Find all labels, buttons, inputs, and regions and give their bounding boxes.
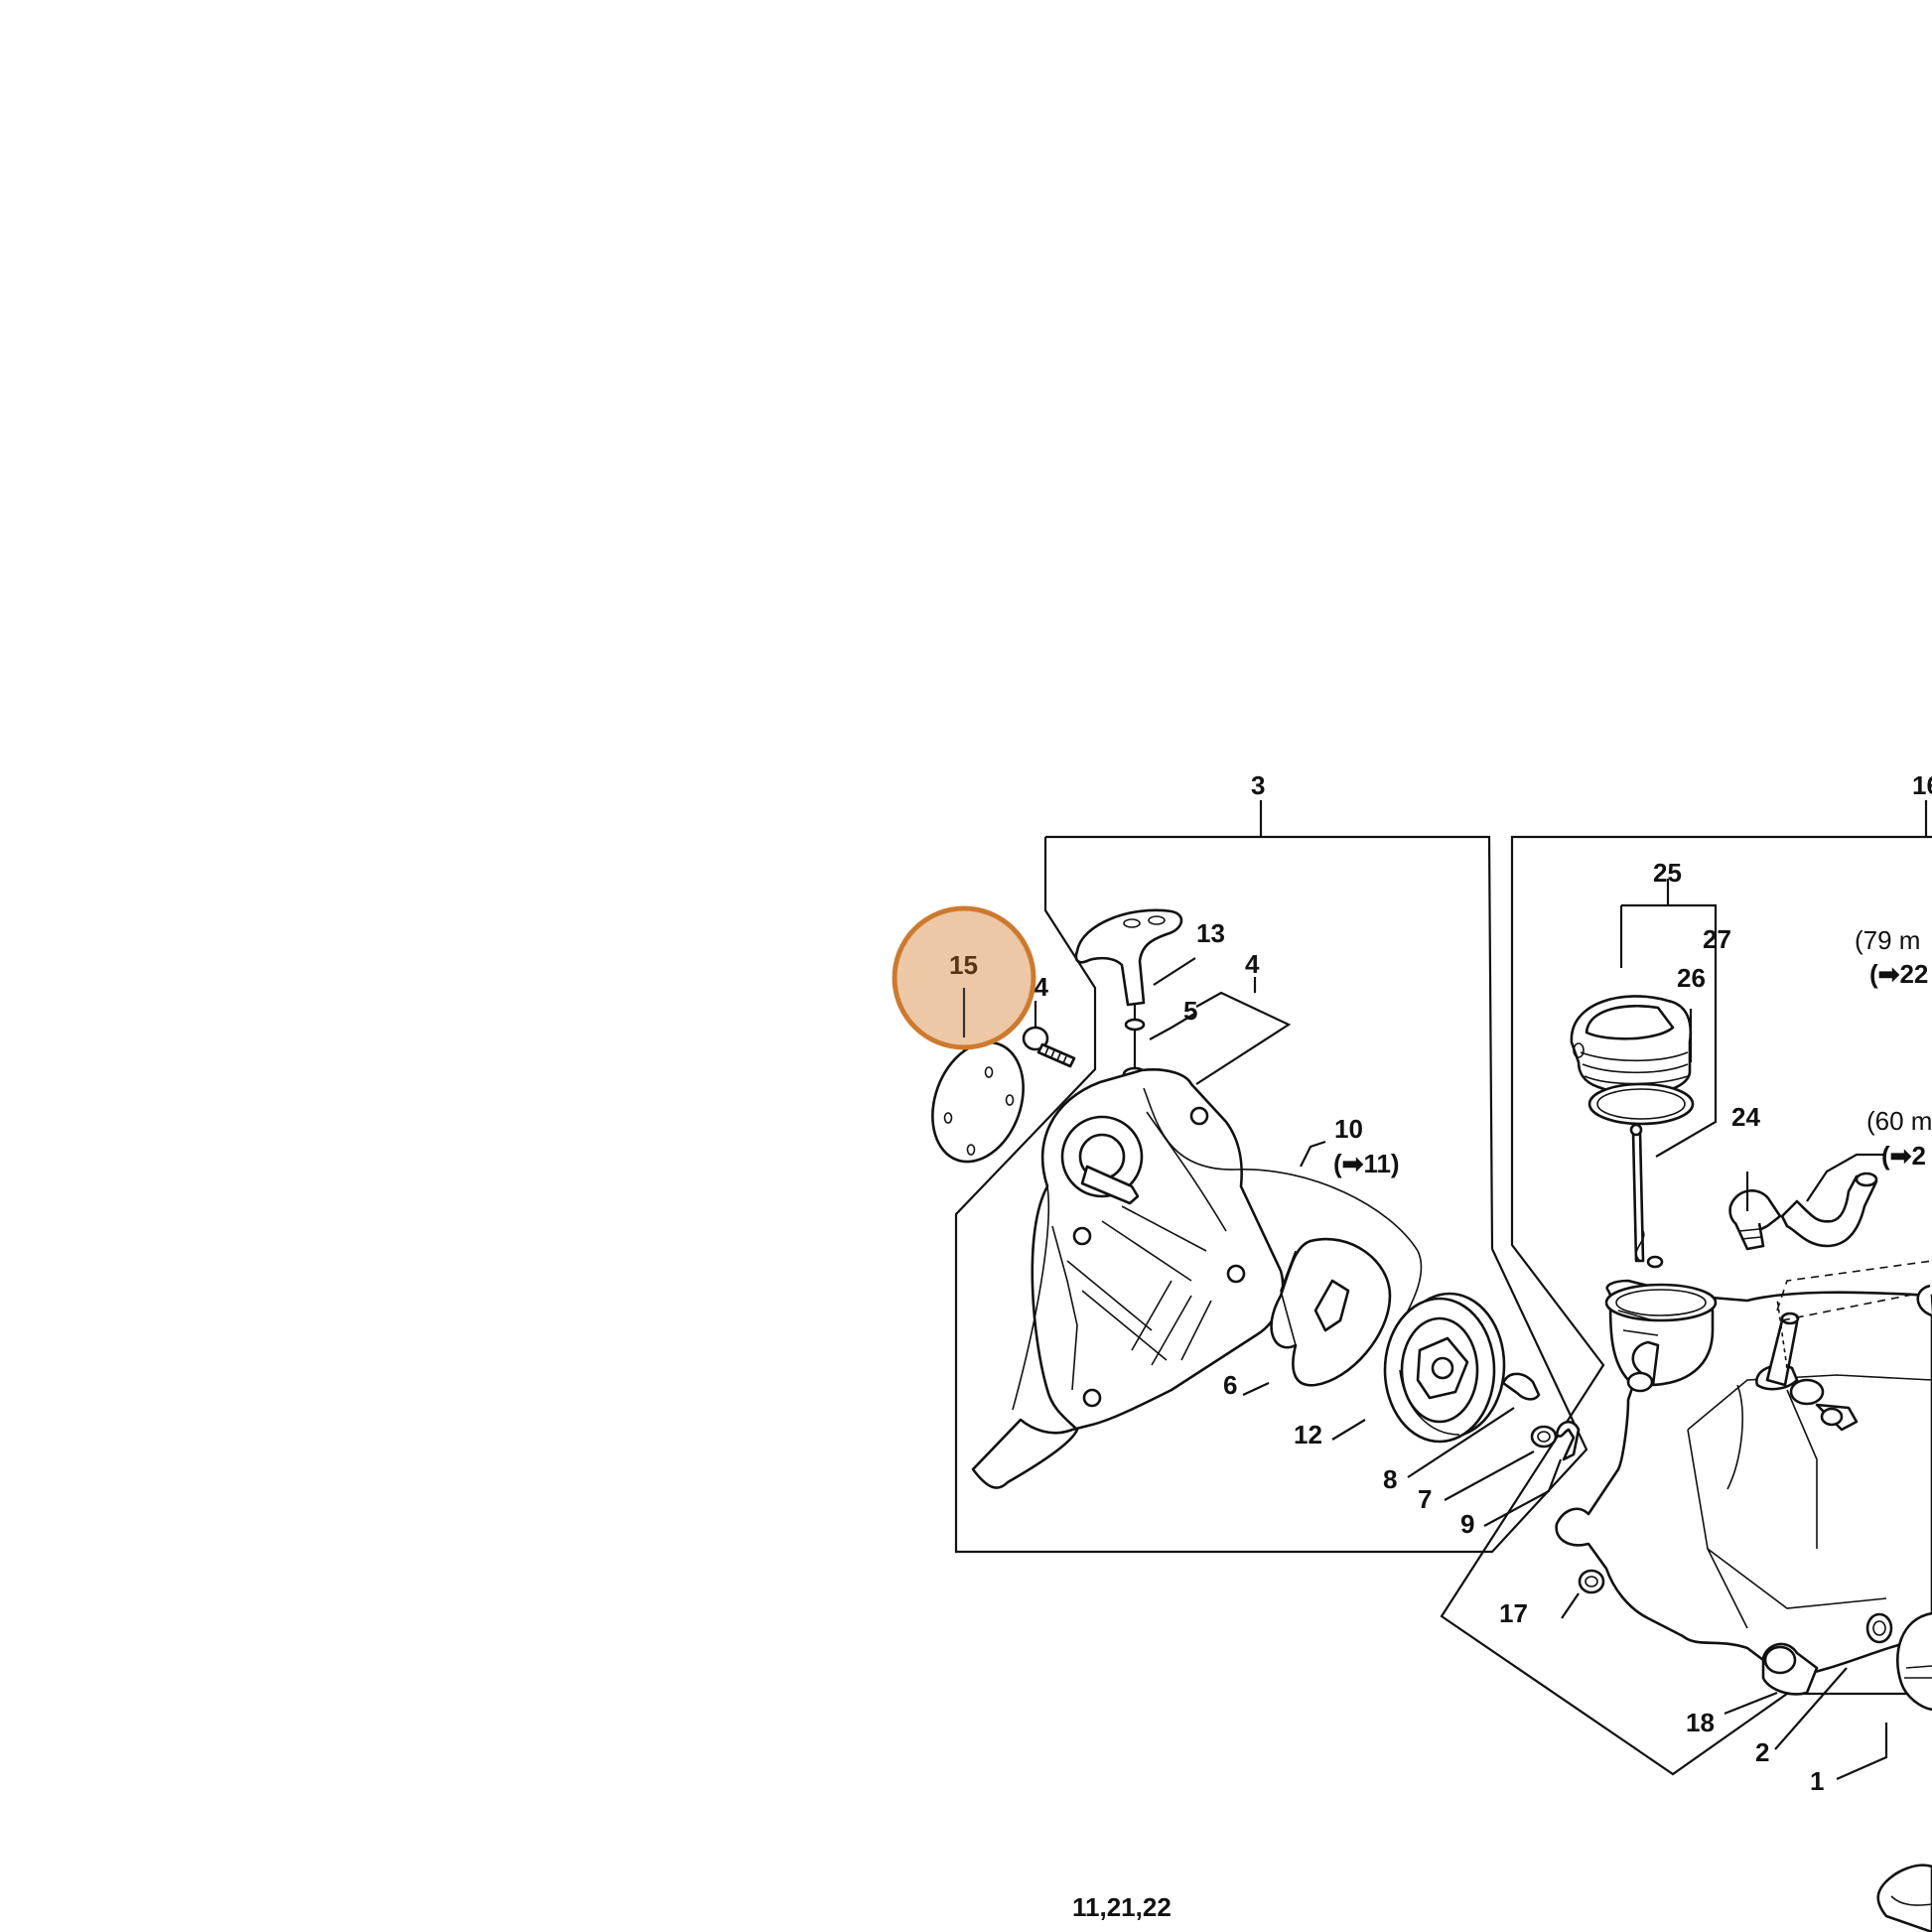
callout-18: 18 — [1686, 1708, 1715, 1737]
part-14-screw — [1022, 1026, 1076, 1068]
callout-11-21-22: 11,21,22 — [1072, 1892, 1172, 1922]
group-frame-16 — [1440, 800, 1932, 1776]
callout-5: 5 — [1183, 996, 1197, 1026]
callout-12: 12 — [1294, 1420, 1322, 1449]
callout-10-ref: (➡11) — [1333, 1149, 1400, 1178]
part-8-pawl — [1501, 1372, 1541, 1401]
callout-16: 16 — [1912, 770, 1932, 800]
callout-60-ref: (➡2 — [1881, 1141, 1926, 1171]
highlight-circle — [892, 905, 1036, 1050]
part-26-o-ring — [1587, 1082, 1695, 1126]
part-25-tank-cap — [1570, 995, 1693, 1096]
callout-4: 4 — [1245, 949, 1260, 979]
callout-10: 10 — [1334, 1114, 1363, 1144]
callout-25: 25 — [1653, 858, 1682, 888]
callout-17: 17 — [1499, 1598, 1528, 1628]
callout-3: 3 — [1251, 770, 1265, 800]
part-13-starter-grip — [1074, 908, 1183, 1082]
callout-27: 27 — [1703, 924, 1731, 954]
part-1-component — [1896, 1611, 1932, 1712]
callout-79: (79 m — [1855, 925, 1920, 955]
part-17-grommet — [1578, 1569, 1605, 1594]
callout-8: 8 — [1383, 1464, 1397, 1494]
callout-13: 13 — [1196, 918, 1225, 948]
callout-6: 6 — [1223, 1370, 1237, 1400]
callout-26: 26 — [1677, 963, 1706, 993]
callout-7: 7 — [1418, 1484, 1432, 1514]
part-9-spring-clip — [1555, 1421, 1581, 1461]
callout-24: 24 — [1731, 1102, 1760, 1132]
part-fuel-tank — [1555, 1260, 1932, 1680]
part-7-washer — [1530, 1425, 1558, 1449]
callout-labels: 3 4 5 6 7 8 9 10 (➡11) 12 13 14 16 17 18… — [1020, 770, 1932, 1922]
callout-1: 1 — [1810, 1766, 1824, 1796]
part-fuel-hose — [1780, 1172, 1878, 1248]
highlight-marker-15[interactable]: 15 — [892, 905, 1036, 1050]
part-10-starter-rope — [1143, 1087, 1423, 1331]
callout-60: (60 m — [1866, 1106, 1932, 1136]
part-27-retainer-strap — [1629, 1123, 1664, 1269]
callout-15: 15 — [949, 950, 978, 980]
part-24-valve — [1728, 1189, 1782, 1251]
part-6-spring-disc — [1270, 1237, 1392, 1387]
callout-79-ref: (➡22 — [1869, 959, 1928, 989]
callout-2: 2 — [1755, 1737, 1769, 1767]
part-15-cover-plate — [931, 1040, 1025, 1164]
part-4-fan-housing — [971, 1068, 1285, 1489]
part-18-sleeve — [1761, 1642, 1819, 1696]
callout-9: 9 — [1460, 1509, 1474, 1539]
part-bottom-bracket — [1876, 1863, 1932, 1932]
part-12-rope-rotor — [1383, 1292, 1506, 1444]
part-2-nut — [1865, 1612, 1893, 1644]
